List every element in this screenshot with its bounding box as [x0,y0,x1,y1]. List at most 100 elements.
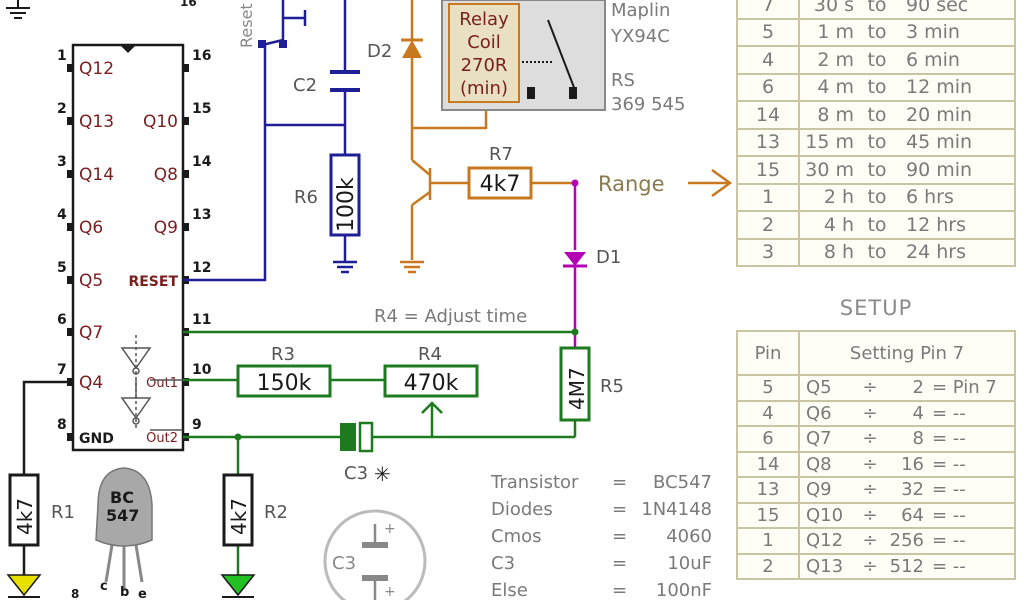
ic-pin-right-16 [182,64,189,72]
c3-plate-b [358,421,374,453]
c3-plate-a [340,423,356,451]
rs-part: 369 545 [611,94,685,115]
part-value: 100nF [656,580,712,600]
ic-pin-num-left: 5 [57,260,67,276]
setup-cell-div: ÷ [858,476,882,504]
r6-value: 100k [334,177,359,232]
ic-pin-name-left: GND [79,431,114,447]
setup-cell-n: 256 [882,527,928,555]
setup-cell-div: ÷ [858,399,882,427]
ic-pin-num-left: 8 [57,417,67,433]
ic-pin-num-right: 13 [192,207,211,223]
range-cell-from: 4 h [798,210,854,240]
ic-pin-left-1 [67,64,74,72]
bottom-eight: 8 [71,587,79,600]
r7-resistor [467,166,533,200]
relay-network [400,0,733,274]
r1-resistor [8,473,40,547]
setup-cell-div: ÷ [858,552,882,580]
range-cell-from: 2 h [798,182,854,212]
range-cell-to: to [854,45,900,75]
setup-cell-result: = -- [928,552,1016,580]
setup-cell-pin: 13 [736,476,800,504]
setup-cell-pin: 14 [736,450,800,478]
range-cell-from: 30 m [798,155,854,185]
ic-pin-name-right: Q9 [154,218,178,238]
setup-cell-div: ÷ [858,527,882,555]
range-cell-pin: 14 [736,100,800,130]
range-cell-from: 4 m [798,72,854,102]
junction-pin9 [234,433,242,441]
range-cell-pin: 13 [736,127,800,157]
r6-resistor [329,153,361,237]
ic-top-number: 16 [180,0,197,9]
setup-cell-q: Q9 [798,476,858,504]
range-cell-until: 12 min [900,72,1016,102]
reset-button-contact-2 [279,40,287,48]
setup-cell-q: Q13 [798,552,858,580]
range-cell-from: 8 m [798,100,854,130]
c3-drawing-plus-1: + [384,521,396,537]
range-cell-from: 2 m [798,45,854,75]
setup-cell-n: 64 [882,501,928,529]
relay-text-3: 270R [461,55,508,76]
d1-diode [564,252,586,266]
setup-cell-q: Q8 [798,450,858,478]
maplin-part: YX94C [610,26,670,47]
led-green [220,574,256,597]
setup-cell-n: 8 [882,425,928,453]
range-cell-until: 20 min [900,100,1016,130]
c3-electrolytic-drawing [323,509,427,600]
reset-button-contact [258,40,266,48]
range-cell-pin: 6 [736,72,800,102]
r4-resistor [383,364,479,398]
internal-inverters [120,335,183,431]
ic-pin-left-4 [67,223,74,231]
bc547-text-1: BC [110,488,134,507]
r3-label: R3 [271,344,295,365]
setup-header-row: Pin Setting Pin 7 [736,330,1016,376]
setup-title: SETUP [839,296,913,320]
setup-cell-div: ÷ [858,501,882,529]
ic-pin-right-14 [182,170,189,178]
ic-pin-num-left: 1 [57,48,67,64]
range-cell-to: to [854,210,900,240]
pin-b-label: b [120,585,129,600]
ic-pin-num-left: 7 [57,362,67,378]
range-cell-pin: 7 [736,0,800,20]
c3-label: C3 [344,463,368,484]
setup-cell-n: 4 [882,399,928,427]
ic-pin-name-left: Q14 [79,165,114,185]
range-cell-until: 3 min [900,17,1016,47]
r3-value: 150k [257,371,312,396]
range-cell-until: 24 hrs [900,237,1016,267]
part-equals: = [612,472,627,493]
reset-network [183,0,360,282]
q4-output [22,380,73,575]
ic-pin-left-8 [67,433,74,441]
ic-pin-name-right: Q10 [143,112,178,132]
ic-pin-left-2 [67,117,74,125]
range-cell-to: to [854,72,900,102]
ic-pin-name-right: Out2 [146,431,178,446]
bc547-pinout [95,467,153,590]
setup-cell-q: Q5 [798,374,858,402]
range-cell-pin: 15 [736,155,800,185]
ic-pin-right-15 [182,117,189,125]
range-cell-to: to [854,17,900,47]
setup-cell-result: = -- [928,399,1016,427]
range-cell-pin: 4 [736,45,800,75]
range-cell-to: to [854,0,900,20]
pin-e-label: e [138,587,147,600]
